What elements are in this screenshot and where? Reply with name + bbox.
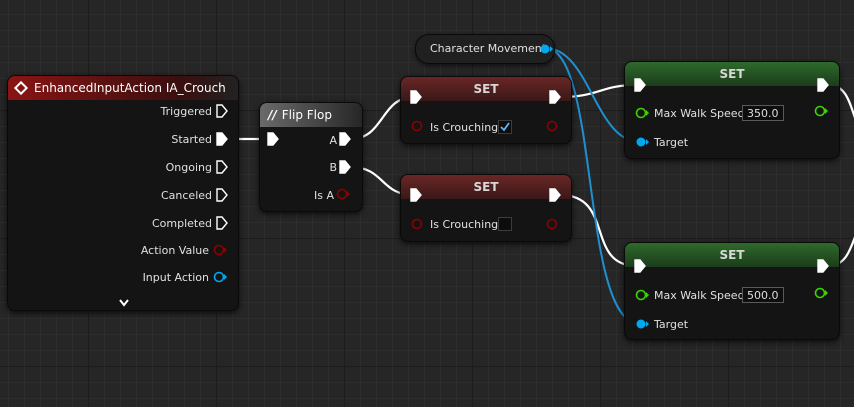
set-node-header[interactable]: SET — [401, 175, 571, 199]
pin-label-triggered: Triggered — [160, 105, 212, 118]
event-node-title: EnhancedInputAction IA_Crouch — [34, 81, 226, 95]
set-crouch-true-bool-in[interactable] — [411, 120, 423, 132]
set-node-title: SET — [719, 67, 745, 81]
is-crouching-checkbox[interactable] — [498, 120, 512, 134]
character-movement-label: Character Movement — [430, 42, 547, 55]
exec-out-pin-started[interactable] — [216, 132, 228, 146]
pin-label-canceled: Canceled — [160, 189, 212, 202]
data-pin-input-action[interactable] — [213, 271, 227, 283]
event-node-ia-crouch[interactable]: EnhancedInputAction IA_Crouch Triggered … — [7, 75, 239, 311]
set-crouch-false-bool-out[interactable] — [546, 218, 558, 230]
pin-label-is-a: Is A — [314, 189, 334, 202]
pin-label-ongoing: Ongoing — [165, 161, 212, 174]
set-speed-bottom-float-in[interactable] — [635, 289, 649, 301]
flip-flop-icon: // — [268, 108, 277, 122]
set-crouch-true-bool-out[interactable] — [546, 120, 558, 132]
event-node-header[interactable]: EnhancedInputAction IA_Crouch — [8, 76, 238, 100]
set-crouch-true-exec-out[interactable] — [549, 90, 561, 104]
set-node-header[interactable]: SET — [625, 62, 839, 86]
set-node-title: SET — [473, 82, 499, 96]
is-crouching-checkbox[interactable] — [498, 217, 512, 231]
set-is-crouching-true-node[interactable]: SET Is Crouching — [400, 76, 572, 144]
exec-out-pin-completed[interactable] — [216, 216, 228, 230]
set-node-header[interactable]: SET — [625, 243, 839, 267]
max-walk-speed-input[interactable]: 500.0 — [742, 287, 784, 303]
pin-label-a: A — [329, 134, 337, 147]
flip-flop-exec-out-b[interactable] — [339, 160, 351, 174]
set-speed-top-target-in[interactable] — [635, 136, 649, 148]
character-movement-variable-node[interactable]: Character Movement — [415, 34, 555, 64]
set-crouch-false-bool-in[interactable] — [411, 218, 423, 230]
pin-label-started: Started — [171, 133, 212, 146]
event-diamond-icon — [13, 80, 29, 96]
object-wire — [544, 47, 641, 325]
set-crouch-false-exec-out[interactable] — [549, 188, 561, 202]
set-speed-top-exec-out[interactable] — [817, 78, 829, 92]
exec-out-pin-canceled[interactable] — [216, 188, 228, 202]
flip-flop-header[interactable]: // Flip Flop — [260, 103, 362, 127]
is-crouching-label: Is Crouching — [430, 218, 499, 231]
max-walk-speed-label: Max Walk Speed — [654, 289, 745, 302]
set-node-title: SET — [473, 180, 499, 194]
set-crouch-true-exec-in[interactable] — [410, 90, 422, 104]
character-movement-out-pin[interactable] — [539, 43, 553, 55]
flip-flop-exec-in-pin[interactable] — [267, 132, 279, 146]
set-node-title: SET — [719, 248, 745, 262]
set-is-crouching-false-node[interactable]: SET Is Crouching — [400, 174, 572, 242]
set-speed-top-float-in[interactable] — [635, 107, 649, 119]
target-label: Target — [654, 318, 689, 331]
max-walk-speed-input[interactable]: 350.0 — [742, 105, 784, 121]
set-speed-bottom-exec-in[interactable] — [634, 259, 646, 273]
flip-flop-is-a-pin[interactable] — [336, 188, 350, 200]
flip-flop-node[interactable]: // Flip Flop A B Is A — [259, 102, 363, 212]
data-pin-action-value[interactable] — [213, 244, 227, 256]
set-crouch-false-exec-in[interactable] — [410, 188, 422, 202]
set-max-walk-speed-node-bottom[interactable]: SET Max Walk Speed 500.0 Target — [624, 242, 840, 340]
pin-label-action-value: Action Value — [140, 244, 209, 257]
target-label: Target — [654, 136, 689, 149]
pin-label-completed: Completed — [152, 217, 212, 230]
exec-wire — [559, 193, 638, 268]
set-speed-top-float-out[interactable] — [814, 105, 828, 117]
set-node-header[interactable]: SET — [401, 77, 571, 101]
chevron-down-icon[interactable] — [119, 292, 129, 307]
flip-flop-exec-out-a[interactable] — [339, 132, 351, 146]
max-walk-speed-label: Max Walk Speed — [654, 107, 745, 120]
set-max-walk-speed-node-top[interactable]: SET Max Walk Speed 350.0 Target — [624, 61, 840, 159]
exec-out-pin-triggered[interactable] — [216, 104, 228, 118]
exec-out-pin-ongoing[interactable] — [216, 160, 228, 174]
pin-label-input-action: Input Action — [142, 271, 209, 284]
is-crouching-label: Is Crouching — [430, 121, 499, 134]
set-speed-bottom-exec-out[interactable] — [817, 259, 829, 273]
set-speed-bottom-float-out[interactable] — [814, 287, 828, 299]
flip-flop-title: Flip Flop — [281, 108, 332, 122]
set-speed-top-exec-in[interactable] — [634, 78, 646, 92]
set-speed-bottom-target-in[interactable] — [635, 318, 649, 330]
pin-label-b: B — [329, 161, 337, 174]
